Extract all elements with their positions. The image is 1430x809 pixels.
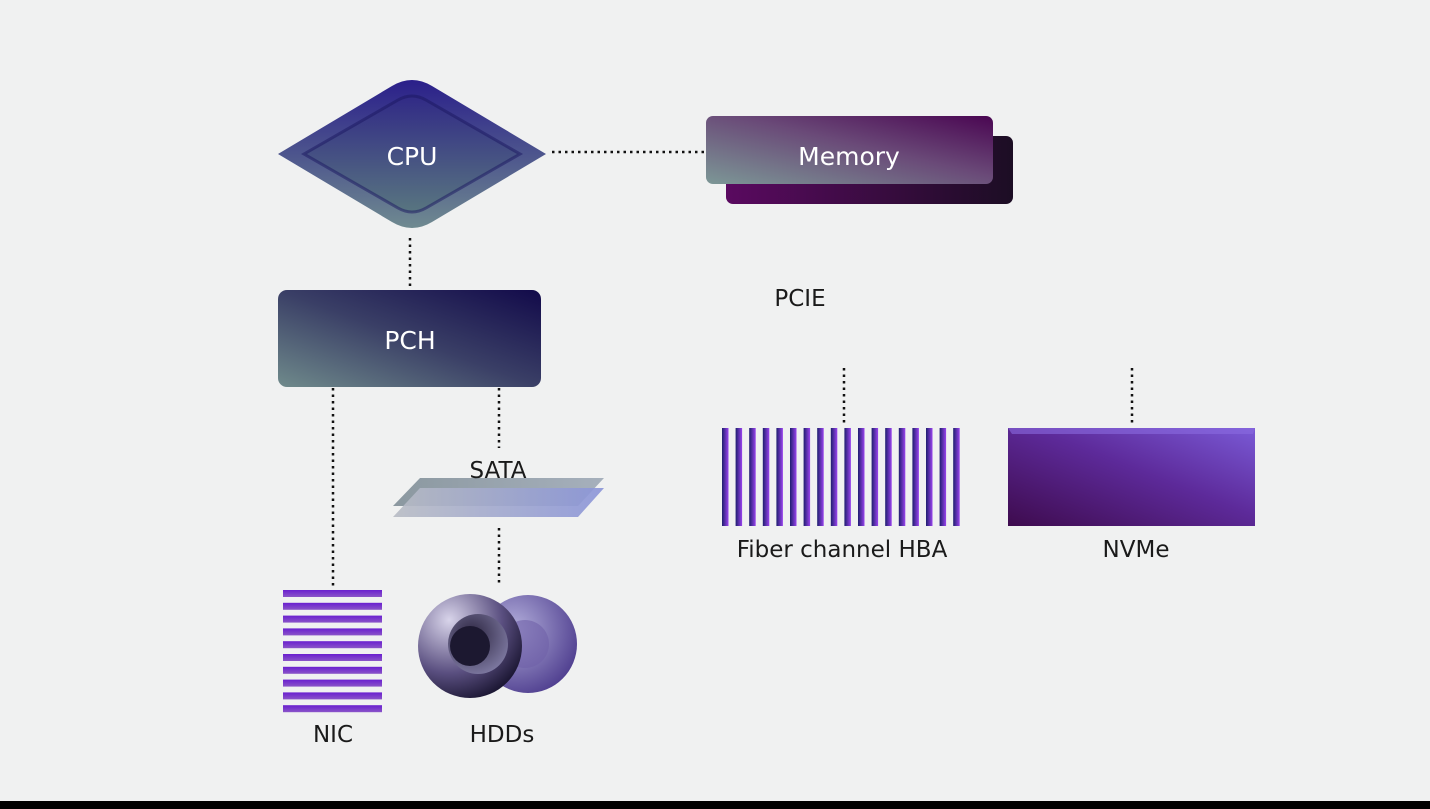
hba-bars — [722, 428, 960, 526]
nic-bar — [283, 628, 382, 636]
hba-bar — [844, 428, 851, 526]
nic-bar — [283, 692, 382, 700]
hba-bar — [871, 428, 879, 526]
nic-node: NIC — [283, 590, 382, 748]
nvme-label: NVMe — [1103, 537, 1170, 563]
pcie-label: PCIE — [774, 286, 825, 312]
hba-bar — [790, 428, 797, 526]
nic-bar — [283, 615, 382, 623]
nic-bar — [283, 679, 382, 687]
hba-bar — [926, 428, 933, 526]
bottom-border — [0, 801, 1430, 809]
cpu-chip-inner — [300, 94, 524, 214]
nvme-node: NVMe — [1008, 428, 1255, 563]
fiber-channel-hba-node: Fiber channel HBA — [722, 428, 960, 563]
nic-bars — [283, 590, 382, 713]
hba-bar — [817, 428, 824, 526]
hba-bar — [735, 428, 743, 526]
hba-bar — [953, 428, 960, 526]
sata-label: SATA — [470, 458, 527, 484]
sata-node: SATA — [393, 458, 604, 517]
connectors — [331, 150, 1134, 586]
hdds-label: HDDs — [470, 722, 535, 748]
nic-bar — [283, 666, 382, 674]
nic-bar — [283, 705, 382, 713]
nvme-drive-edge — [1008, 428, 1255, 434]
hba-bar — [776, 428, 783, 526]
nic-bar — [283, 654, 382, 661]
nvme-drive — [1008, 428, 1255, 526]
nic-bar — [283, 590, 382, 597]
cpu-label: CPU — [387, 142, 438, 171]
memory-module-front — [706, 116, 993, 184]
hba-bar — [830, 428, 838, 526]
hba-bar — [912, 428, 919, 526]
sata-plate-top — [393, 488, 604, 517]
hdd-front-hub — [450, 626, 490, 666]
hba-bar — [898, 428, 906, 526]
hba-bar — [722, 428, 729, 526]
hba-bar — [939, 428, 947, 526]
pch-chip — [278, 290, 541, 387]
hba-bar — [858, 428, 865, 526]
hba-bar — [749, 428, 756, 526]
nic-bar — [283, 641, 382, 649]
memory-node: Memory — [706, 116, 1013, 204]
nic-label: NIC — [313, 722, 353, 748]
pcie-lanes — [540, 314, 1136, 366]
memory-label: Memory — [798, 142, 900, 171]
hdds-node: HDDs — [418, 594, 577, 748]
hba-bar — [803, 428, 811, 526]
pcie-bus: PCIE — [540, 286, 1136, 366]
hba-bar — [885, 428, 892, 526]
hba-bar — [762, 428, 770, 526]
fiber-channel-hba-label: Fiber channel HBA — [737, 537, 948, 563]
nic-bar — [283, 602, 382, 610]
pch-node: PCH — [278, 290, 541, 387]
pch-label: PCH — [384, 326, 435, 355]
cpu-node: CPU — [278, 80, 546, 228]
